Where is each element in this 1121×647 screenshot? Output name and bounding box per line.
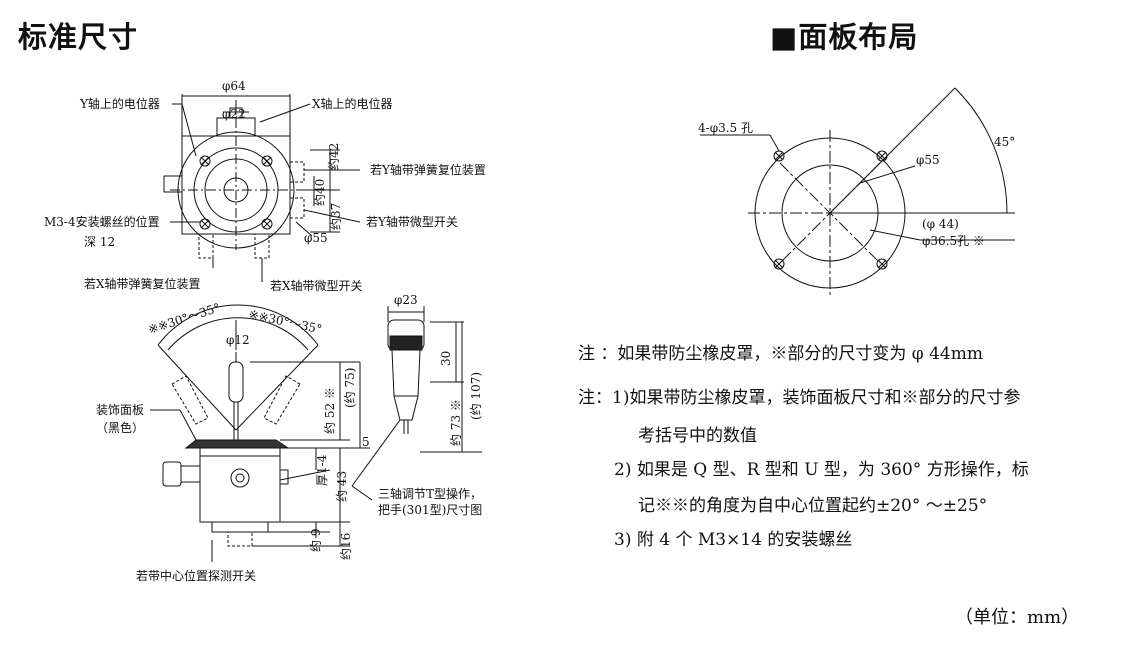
label-phi365: φ36.5孔 ※ [922,234,985,248]
page-title-panel-layout: ■面板布局 [770,20,919,54]
mounting-hole [773,258,785,270]
t-handle-drawing [387,306,482,453]
label-depth: 深 12 [84,235,115,249]
side-view-drawing [150,304,401,562]
dim-yue37: 约37 [328,203,343,230]
label-t-handle-1: 三轴调节T型操作， [378,486,482,501]
dim-yue42: 约42 [326,143,341,170]
mounting-hole [773,150,785,162]
dim-yue73: 约 73 ※ [448,399,463,446]
dim-yue9: 约 9 [308,529,323,552]
label-y-spring: 若Y轴带弹簧复位装置 [370,162,486,177]
dim-phi12: φ12 [226,333,250,347]
label-angle: 45° [994,135,1015,149]
page-title-standard-dimensions: 标准尺寸 [18,20,139,54]
label-panel-color: （黑色） [96,421,144,435]
label-holes: 4-φ3.5 孔 [698,121,753,135]
dim-yue16: 约16 [338,533,353,560]
dim-phi64: φ64 [222,79,246,93]
dim-yue52: 约 52 ※ [322,387,337,434]
note-2-item2a: 2) 如果是 Q 型、R 型和 U 型，为 360° 方形操作，标 [614,460,1029,480]
top-view-drawing [163,94,361,282]
label-m3-screw: M3-4安装螺丝的位置 [44,214,160,229]
label-y-pot: Y轴上的电位器 [79,96,160,111]
note-2-cont: 考括号中的数值 [638,426,757,446]
angle-right: ※※30°～35° [247,307,323,336]
angle-left: ※※30°～35° [147,300,222,336]
note-2-head: 注：1)如果带防尘橡皮罩，装饰面板尺寸和※部分的尺寸参 [578,388,1021,408]
mounting-hole [876,258,888,270]
dim-yue107: (约 107) [468,372,483,420]
unit-label: （单位：mm） [955,607,1080,628]
dim-thirty: 30 [439,351,453,366]
label-x-pot: X轴上的电位器 [312,96,393,111]
note-dust-cover: 注 ：如果带防尘橡皮罩，※部分的尺寸变为 φ 44mm [578,344,983,364]
dim-yue75: (约 75) [342,368,357,408]
dim-phi23: φ23 [394,293,418,307]
dim-five: 5 [362,435,370,449]
dim-yue43: 约 43 [334,471,349,502]
dim-hou: 厚1-4 [315,454,329,486]
label-phi55: φ55 [916,153,940,167]
panel-layout-drawing [700,87,1015,296]
label-center-switch: 若带中心位置探测开关 [136,568,256,583]
label-x-spring: 若X轴带弹簧复位装置 [84,276,201,291]
label-t-handle-2: 把手(301型)尺寸图 [378,503,482,517]
dim-phi55: φ55 [304,231,328,245]
label-y-switch: 若Y轴带微型开关 [366,214,458,229]
dim-phi22: φ22 [222,107,246,121]
label-panel: 装饰面板 [96,403,144,417]
label-x-switch: 若X轴带微型开关 [270,278,363,293]
label-phi44: (φ 44) [922,217,959,231]
note-2-item3: 3) 附 4 个 M3×14 的安装螺丝 [614,530,853,550]
note-2-item2b: 记※※的角度为自中心位置起约±20° ～±25° [638,496,988,516]
dim-yue40: 约40 [312,179,327,206]
